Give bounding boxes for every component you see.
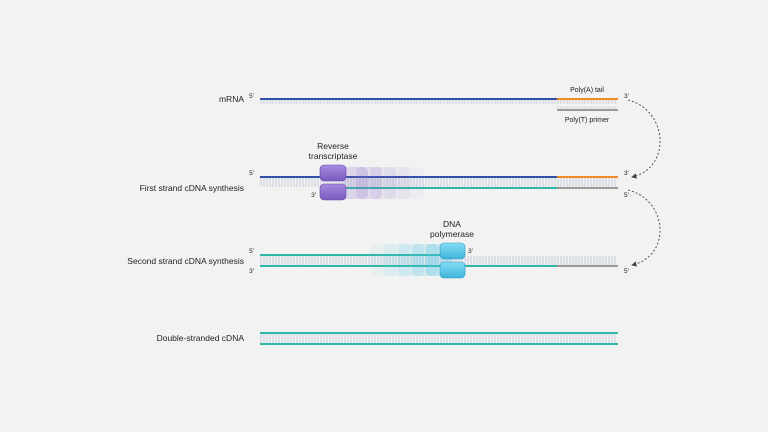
dna-polymerase-trail xyxy=(370,244,452,276)
first-cdna-5prime: 5' xyxy=(624,192,629,199)
primer-ticks xyxy=(557,106,616,109)
mrna-row: 5' 3' Poly(A) tail Poly(T) primer xyxy=(249,87,629,124)
dna-polymerase-label-line2: polymerase xyxy=(430,229,474,239)
reverse-transcriptase xyxy=(319,164,347,201)
row-label-second-strand: Second strand cDNA synthesis xyxy=(127,256,244,266)
mrna-5prime: 5' xyxy=(249,93,254,100)
curved-arrow-1 xyxy=(627,99,661,179)
second-template-5prime: 5' xyxy=(624,268,629,275)
dna-polymerase xyxy=(439,242,466,279)
first-3prime: 3' xyxy=(624,170,629,177)
mrna-3prime: 3' xyxy=(624,93,629,100)
reverse-transcriptase-label-line2: transcriptase xyxy=(309,151,358,161)
second-strand-ticks xyxy=(260,256,616,265)
mrna-ticks xyxy=(260,100,616,104)
second-5prime: 5' xyxy=(249,248,254,255)
row-label-first-strand: First strand cDNA synthesis xyxy=(140,183,244,193)
second-strand-row: 5' 3' 3' 5' DNA polymerase xyxy=(249,219,629,279)
reverse-transcriptase-trail xyxy=(342,167,424,199)
dna-polymerase-label-line1: DNA xyxy=(443,219,461,229)
row-label-mrna: mRNA xyxy=(219,94,244,104)
double-stranded-row xyxy=(260,332,618,345)
first-5prime: 5' xyxy=(249,170,254,177)
second-new-3prime: 3' xyxy=(468,248,473,255)
double-stranded-ticks xyxy=(260,334,616,343)
polya-tail-label: Poly(A) tail xyxy=(570,87,604,94)
reverse-transcriptase-label-line1: Reverse xyxy=(317,141,349,151)
first-cdna-3prime: 3' xyxy=(311,192,316,199)
first-strand-ticks xyxy=(260,178,616,187)
first-strand-row: 5' 3' 3' 5' Reverse transcriptase xyxy=(249,141,629,201)
polyt-primer-label: Poly(T) primer xyxy=(565,117,610,124)
row-label-double-stranded: Double-stranded cDNA xyxy=(157,333,245,343)
curved-arrow-2 xyxy=(627,189,661,267)
second-3prime: 3' xyxy=(249,268,254,275)
